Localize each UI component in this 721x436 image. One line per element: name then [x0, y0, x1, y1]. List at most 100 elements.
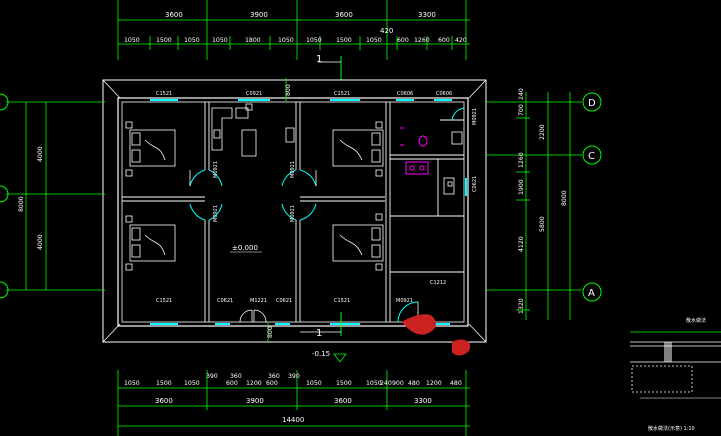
bed-sw: [125, 215, 176, 271]
dim-bot-inner-11: 1050: [306, 380, 322, 387]
apron-detail: 散水做法 散水做法(示意) 1:10: [630, 317, 721, 432]
bed-se: [332, 213, 384, 271]
dim-bot-inner-12: 1500: [336, 380, 352, 387]
label-window-2: C0921: [246, 91, 262, 97]
label-door-2: M0921: [213, 205, 219, 222]
dim-right-5: 1900: [518, 179, 525, 195]
dim-top-inner-1: 1050: [124, 37, 140, 44]
apron-detail-caption: 散水做法(示意) 1:10: [648, 425, 695, 432]
dim-top-extra: 420: [380, 27, 393, 35]
label-door-4: M0921: [290, 205, 296, 222]
entrance-door: [239, 309, 267, 323]
axis-label-a: A: [588, 288, 595, 299]
dim-bot-inner-15: 900: [392, 380, 404, 387]
dim-right-2: 240: [518, 88, 525, 100]
side-dim-800: 800 800: [267, 78, 292, 342]
dim-top-inner-3: 1050: [184, 37, 200, 44]
dim-bot-inner-7: 1200: [246, 380, 262, 387]
label-window-8: C1521: [334, 298, 350, 304]
dim-bot-inner-8: 600: [266, 380, 278, 387]
dim-bot-inner-3: 1050: [184, 380, 200, 387]
dim-right-6: 4120: [518, 236, 525, 252]
building-outline: [102, 79, 487, 343]
dim-bot-inner-18: 480: [450, 380, 462, 387]
side-dim-top: 800: [285, 84, 292, 96]
dim-right-4: 1260: [518, 152, 525, 168]
opening-labels: C1521 C0921 C1521 C0606 C0606 C1521 C062…: [156, 91, 452, 304]
dim-bot-total: 14400: [282, 416, 304, 424]
dim-right-1: 700: [518, 104, 525, 116]
dim-left-2: 4000: [37, 234, 44, 250]
dim-bot-inner-4: 390: [206, 373, 218, 380]
dim-bot-inner-6: 600: [226, 380, 238, 387]
dim-top-inner-10: 600: [397, 37, 409, 44]
dim-bot-inner-2: 1500: [156, 380, 172, 387]
label-door-se: M0921: [396, 298, 413, 304]
dim-right-mid: 5800: [539, 216, 546, 232]
windows: [150, 99, 467, 325]
left-dimension-text: 4000 4000 8000: [18, 146, 44, 250]
dim-top-inner-12: 600: [438, 37, 450, 44]
dim-bot-outer-2: 3900: [246, 397, 264, 405]
dim-bot-outer-3: 3600: [334, 397, 352, 405]
left-axis-bubbles: [0, 93, 9, 299]
sanitary-fixtures: [400, 127, 429, 175]
interior-walls: [122, 102, 464, 322]
right-dimension-text: 700 240 2200 1260 1900 4120 1320 5800 80…: [518, 88, 568, 314]
section-mark-top: 1: [316, 54, 342, 80]
door-labels-vertical: M0921 M0921 M0921 M0921 M0921 C0621: [213, 108, 478, 222]
bed-ne: [332, 121, 384, 177]
section-mark-bottom-label: 1: [316, 328, 322, 339]
right-dimension-chain: [486, 92, 582, 320]
kitchen-counter: [443, 131, 463, 195]
dim-bot-inner-1: 1050: [124, 380, 140, 387]
dim-bot-inner-5: 360: [230, 373, 242, 380]
left-dimension-chain: [6, 101, 105, 291]
label-window-10: C1212: [430, 280, 446, 286]
dim-left-1: 4000: [37, 146, 44, 162]
bottom-dimension-chain: [117, 370, 470, 436]
section-mark-bottom: 1: [300, 312, 342, 339]
label-door-3: M0921: [290, 161, 296, 178]
dim-top-inner-9: 1050: [366, 37, 382, 44]
label-window-1: C1521: [156, 91, 172, 97]
dim-top-inner-2: 1500: [156, 37, 172, 44]
dim-top-outer-3: 3600: [335, 11, 353, 19]
dim-right-3: 2200: [539, 124, 546, 140]
dim-left-total: 8000: [18, 196, 25, 212]
label-window-5: C0606: [436, 91, 452, 97]
axis-label-d: D: [588, 98, 596, 109]
dim-top-inner-5: 1800: [245, 37, 261, 44]
elevation-inside: ±0.000: [230, 244, 262, 253]
dim-bot-outer-4: 3300: [414, 397, 432, 405]
dim-bot-inner-14: 240: [380, 380, 392, 387]
label-door-5: M0921: [472, 108, 478, 125]
red-markup: [402, 314, 471, 356]
elevation-inside-label: ±0.000: [232, 244, 258, 252]
bed-nw: [125, 121, 176, 177]
label-window-11: C0621: [472, 176, 478, 192]
dim-top-inner-7: 1050: [306, 37, 322, 44]
dim-bot-inner-9: 360: [268, 373, 280, 380]
dim-bot-inner-16: 480: [408, 380, 420, 387]
dim-top-inner-13: 420: [455, 37, 467, 44]
label-door-entrance: M1221: [250, 298, 267, 304]
dim-top-inner-11: 1260: [414, 37, 430, 44]
top-dimension-chain: [117, 0, 470, 60]
door-swings: [189, 107, 465, 323]
dim-top-inner-8: 1500: [336, 37, 352, 44]
label-window-3: C1521: [334, 91, 350, 97]
dim-top-inner-6: 1050: [278, 37, 294, 44]
dim-bot-inner-17: 1200: [426, 380, 442, 387]
dim-right-total: 8000: [561, 190, 568, 206]
label-window-4: C0606: [397, 91, 413, 97]
label-window-6: C1521: [156, 298, 172, 304]
bottom-dimension-text: 1050 1500 1050 390 360 600 1200 600 360 …: [124, 373, 462, 424]
label-door-1: M0921: [213, 161, 219, 178]
elevation-outside-label: -0.15: [312, 350, 330, 358]
dim-top-outer-4: 3300: [418, 11, 436, 19]
apron-detail-title: 散水做法: [686, 317, 706, 324]
top-dimension-text: 3600 3900 3600 3300 420 1050 1500 1050 1…: [124, 11, 467, 44]
